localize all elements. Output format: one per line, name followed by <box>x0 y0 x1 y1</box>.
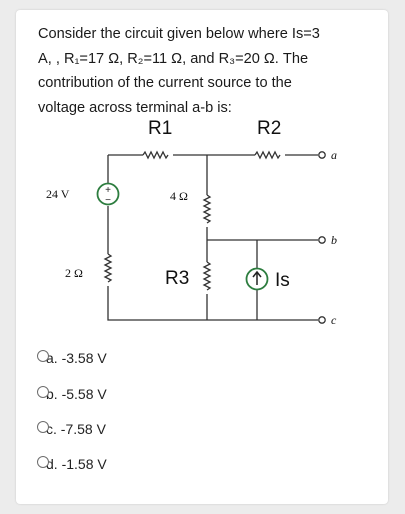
option-c-label: c. -7.58 V <box>46 421 106 437</box>
question-card <box>16 10 388 504</box>
option-b[interactable]: b. -5.58 V <box>37 386 107 402</box>
label-r1: R1 <box>148 118 172 139</box>
terminal-b <box>318 236 326 244</box>
label-source-voltage: 24 V <box>46 187 70 201</box>
resistor-4ohm <box>202 194 212 224</box>
source-plus-sign: + <box>105 185 111 196</box>
resistor-r1 <box>142 150 169 160</box>
option-a[interactable]: a. -3.58 V <box>37 350 107 366</box>
question-line-3: contribution of the current source to th… <box>38 75 292 91</box>
option-c[interactable]: c. -7.58 V <box>37 421 106 437</box>
radio-option-a[interactable] <box>37 350 49 362</box>
option-d[interactable]: d. -1.58 V <box>37 456 107 472</box>
resistor-r2 <box>254 150 281 160</box>
question-line-4: voltage across terminal a-b is: <box>38 99 232 116</box>
wire-bottom <box>107 286 318 321</box>
label-node-c: c <box>331 313 337 327</box>
question-line-1: Consider the circuit given below where I… <box>38 26 320 42</box>
radio-option-d[interactable] <box>37 456 49 468</box>
label-is: Is <box>275 270 290 291</box>
label-4ohm: 4 Ω <box>170 189 188 203</box>
resistor-r3 <box>202 261 212 291</box>
option-a-label: a. -3.58 V <box>46 350 107 366</box>
question-text: Consider the circuit given below where I… <box>38 22 373 120</box>
label-node-b: b <box>331 233 337 247</box>
label-r2: R2 <box>257 118 281 139</box>
option-d-label: d. -1.58 V <box>46 456 107 472</box>
voltage-source-icon <box>96 182 120 206</box>
question-line-2: A, , R₁=17 Ω, R₂=11 Ω, and R₃=20 Ω. The <box>38 50 309 67</box>
terminal-c <box>318 316 326 324</box>
radio-option-b[interactable] <box>37 386 49 398</box>
resistor-2ohm <box>103 253 113 283</box>
terminal-a <box>318 151 326 159</box>
label-2ohm: 2 Ω <box>65 266 83 280</box>
label-r3: R3 <box>165 268 189 289</box>
radio-option-c[interactable] <box>37 421 49 433</box>
source-minus-sign: − <box>105 195 111 206</box>
option-b-label: b. -5.58 V <box>46 386 107 402</box>
current-arrow-icon <box>252 270 262 285</box>
label-node-a: a <box>331 148 337 162</box>
